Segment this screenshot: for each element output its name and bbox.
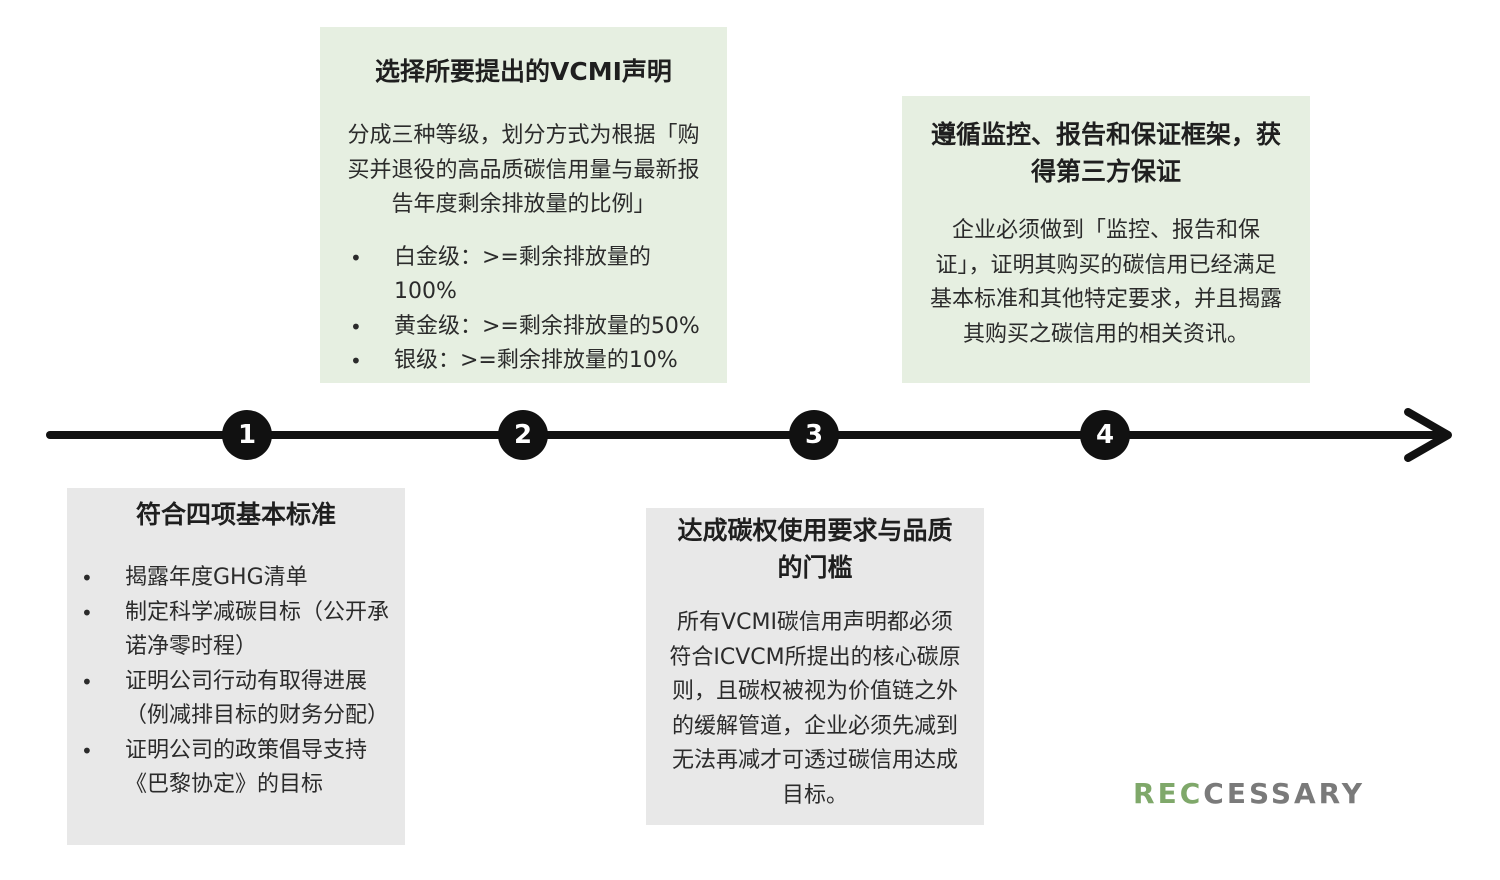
bullet-icon: • bbox=[81, 566, 93, 590]
step-1-bullet-list: • 揭露年度GHG清单 • 制定科学减碳目标（公开承诺净零时程） • 证明公司行动有取… bbox=[73, 561, 391, 803]
list-item: • 白金级：>=剩余排放量的100% bbox=[342, 241, 705, 310]
step-4-box: 遵循监控、报告和保证框架，获得第三方保证 企业必须做到「监控、报告和保证」，证明… bbox=[902, 96, 1310, 383]
step-3-title: 达成碳权使用要求与品质的门槛 bbox=[677, 516, 953, 582]
step-4-description: 企业必须做到「监控、报告和保证」，证明其购买的碳信用已经满足基本标准和其他特定要… bbox=[929, 218, 1282, 347]
step-2-box: 选择所要提出的VCMI声明 分成三种等级，划分方式为根据「购买并退役的高品质碳信… bbox=[320, 27, 727, 383]
reccessary-logo: RECCESSARY bbox=[1133, 777, 1365, 810]
logo-letter: E bbox=[1157, 777, 1180, 810]
list-item-text: 揭露年度GHG清单 bbox=[125, 565, 308, 590]
step-2-description: 分成三种等级，划分方式为根据「购买并退役的高品质碳信用量与最新报告年度剩余排放量… bbox=[347, 123, 700, 217]
list-item: • 制定科学减碳目标（公开承诺净零时程） bbox=[73, 596, 391, 665]
bullet-icon: • bbox=[350, 314, 362, 339]
step-1-title: 符合四项基本标准 bbox=[135, 500, 336, 529]
step-4-marker: 4 bbox=[1080, 410, 1130, 460]
bullet-icon: • bbox=[350, 349, 362, 373]
list-item: • 证明公司行动有取得进展（例减排目标的财务分配） bbox=[73, 665, 391, 734]
logo-letter: C bbox=[1179, 777, 1204, 810]
list-item-text: 制定科学减碳目标（公开承诺净零时程） bbox=[125, 599, 390, 660]
timeline-arrowhead bbox=[1404, 408, 1452, 462]
list-item: • 银级：>=剩余排放量的10% bbox=[342, 344, 705, 379]
list-item-text: 黄金级：>=剩余排放量的50% bbox=[394, 313, 700, 339]
logo-letter: R bbox=[1133, 777, 1158, 810]
list-item-text: 白金级：>=剩余排放量的100% bbox=[394, 244, 651, 305]
bullet-icon: • bbox=[81, 738, 93, 763]
step-2-bullet-list: • 白金级：>=剩余排放量的100% • 黄金级：>=剩余排放量的50% • 银级：>… bbox=[342, 241, 705, 379]
bullet-icon: • bbox=[81, 669, 93, 694]
list-item-text: 证明公司的政策倡导支持《巴黎协定》的目标 bbox=[125, 737, 368, 798]
step-2-marker: 2 bbox=[498, 410, 548, 460]
step-1-marker: 1 bbox=[222, 410, 272, 460]
list-item: • 黄金级：>=剩余排放量的50% bbox=[342, 310, 705, 345]
list-item: • 证明公司的政策倡导支持《巴黎协定》的目标 bbox=[73, 734, 391, 803]
bullet-icon: • bbox=[81, 600, 93, 625]
list-item-text: 证明公司行动有取得进展（例减排目标的财务分配） bbox=[125, 668, 390, 729]
step-3-description: 所有VCMI碳信用声明都必须符合ICVCM所提出的核心碳原则，且碳权被视为价值链… bbox=[669, 610, 961, 808]
step-3-box: 达成碳权使用要求与品质的门槛 所有VCMI碳信用声明都必须符合ICVCM所提出的… bbox=[646, 508, 984, 825]
step-1-box: 符合四项基本标准 • 揭露年度GHG清单 • 制定科学减碳目标（公开承诺净零时程） … bbox=[67, 488, 405, 845]
list-item: • 揭露年度GHG清单 bbox=[73, 561, 391, 596]
step-4-title: 遵循监控、报告和保证框架，获得第三方保证 bbox=[930, 120, 1281, 186]
logo-text: CESSARY bbox=[1203, 777, 1365, 810]
bullet-icon: • bbox=[350, 245, 362, 270]
step-3-marker: 3 bbox=[789, 410, 839, 460]
step-2-title: 选择所要提出的VCMI声明 bbox=[375, 57, 672, 86]
list-item-text: 银级：>=剩余排放量的10% bbox=[394, 348, 678, 373]
